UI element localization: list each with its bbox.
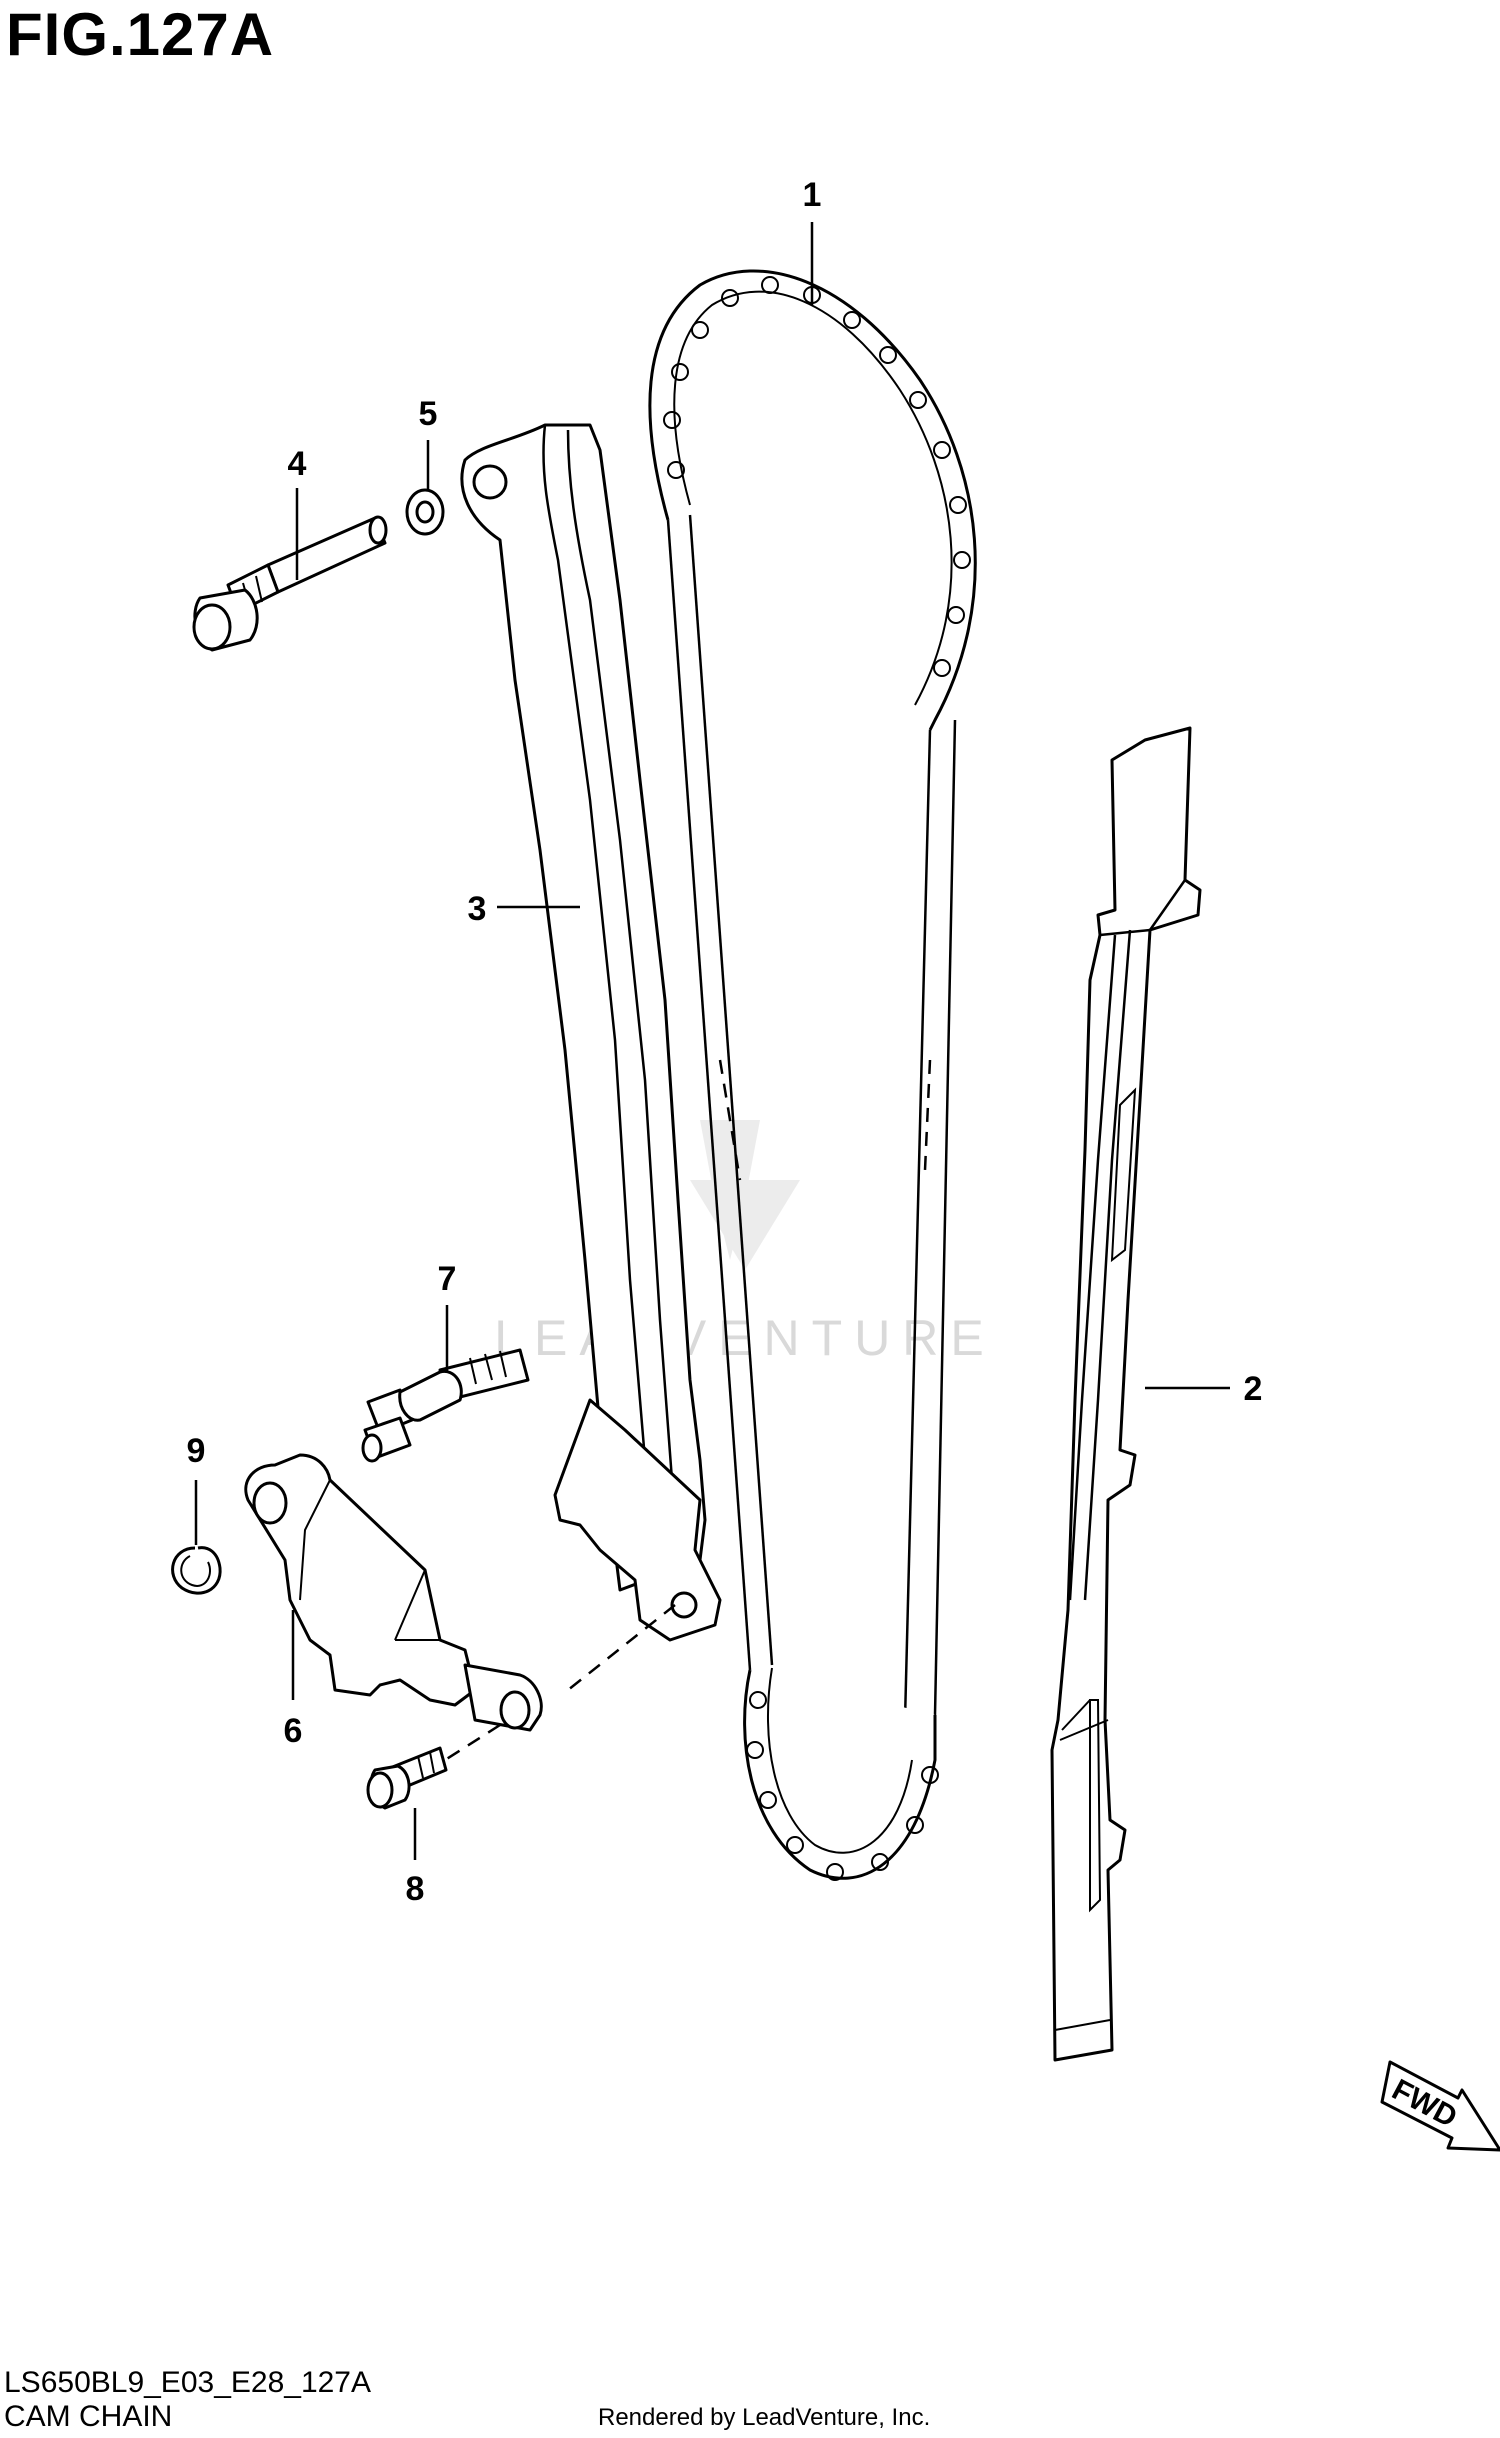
figure-title: FIG.127A: [6, 1, 275, 68]
part-circlip[interactable]: [171, 1546, 222, 1595]
leader-lines: [194, 222, 1230, 1860]
callout-7: 7: [438, 1260, 457, 1298]
part-cam-chain[interactable]: [648, 269, 977, 1881]
part-washer[interactable]: [405, 488, 445, 536]
part-chain-guide[interactable]: [1050, 726, 1202, 2062]
part-pivot-bolt[interactable]: [192, 515, 388, 652]
part-tensioner-adjuster[interactable]: [244, 1453, 543, 1732]
callout-labels: 1 2 3 4 5 6 7 8 9: [187, 176, 1263, 1908]
callout-8: 8: [406, 1870, 425, 1908]
watermark-text: LEADVENTURE: [494, 1310, 996, 1366]
callout-2: 2: [1244, 1370, 1263, 1408]
fwd-arrow-icon: FWD: [1380, 2060, 1500, 2152]
part-chain-tensioner-guide[interactable]: [460, 423, 722, 1642]
diagram-caption: CAM CHAIN: [4, 2400, 173, 2433]
callout-6: 6: [284, 1712, 303, 1750]
callout-5: 5: [419, 395, 438, 433]
part-stud-bolt[interactable]: [361, 1348, 530, 1463]
diagram-code: LS650BL9_E03_E28_127A: [4, 2366, 372, 2399]
watermark-logo-icon: [690, 1120, 800, 1270]
callout-1: 1: [803, 176, 822, 214]
part-small-bolt[interactable]: [366, 1746, 448, 1810]
render-credit: Rendered by LeadVenture, Inc.: [598, 2404, 931, 2431]
watermark: LEADVENTURE: [494, 1120, 996, 1366]
callout-4: 4: [288, 445, 307, 483]
callout-3: 3: [468, 890, 487, 928]
callout-9: 9: [187, 1432, 206, 1470]
